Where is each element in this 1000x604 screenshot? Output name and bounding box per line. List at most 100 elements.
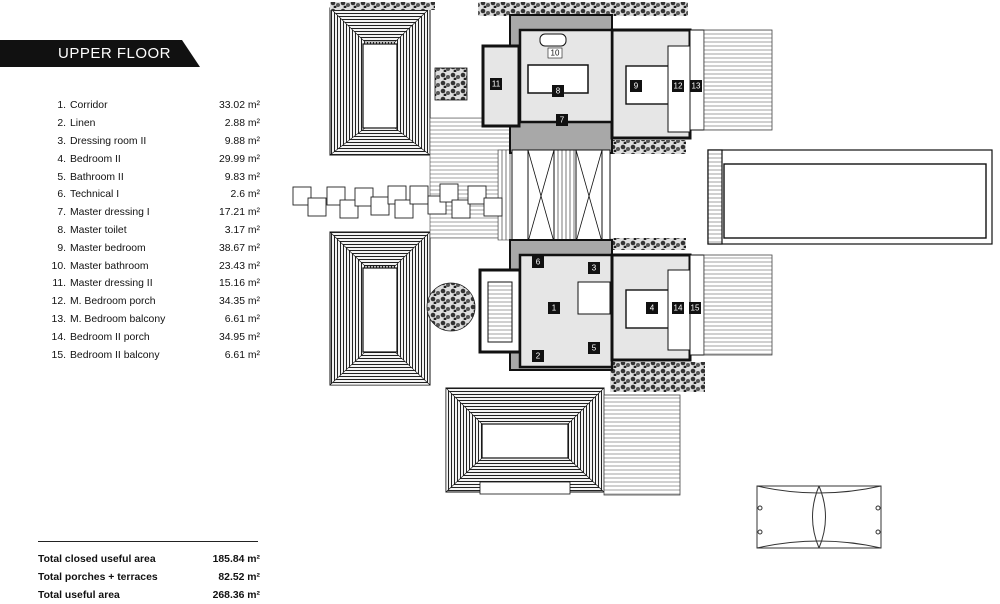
room-area: 33.02 m² xyxy=(218,100,260,112)
legend-row: 13. M. Bedroom balcony 6.61 m² xyxy=(38,311,260,329)
room-name: M. Bedroom balcony xyxy=(70,313,166,325)
stone-border-bottom xyxy=(610,362,705,392)
total-area: 82.52 m² xyxy=(218,572,260,584)
legend-row: 7. Master dressing I 17.21 m² xyxy=(38,204,260,222)
room-number: 15. xyxy=(51,349,66,361)
stone-border-mid xyxy=(610,140,686,154)
room-number: 11. xyxy=(52,278,66,290)
room-area: 34.95 m² xyxy=(218,331,260,343)
total-row: Total porches + terraces 82.52 m² xyxy=(38,569,260,587)
legend-row: 9. Master bedroom 38.67 m² xyxy=(38,239,260,257)
room-area: 17.21 m² xyxy=(218,207,260,219)
room-area: 23.43 m² xyxy=(218,260,260,272)
pool xyxy=(723,163,987,239)
planter-upper xyxy=(434,67,468,101)
room-number: 3. xyxy=(57,135,66,147)
stepping-stones xyxy=(292,183,503,219)
room-area: 15.16 m² xyxy=(218,278,260,290)
stairs-icon xyxy=(487,281,513,343)
room-number: 9. xyxy=(57,242,66,254)
plan-label-7: 7 xyxy=(560,116,565,125)
plan-label-9: 9 xyxy=(634,82,639,91)
room-name: Bedroom II balcony xyxy=(70,349,160,361)
total-area: 185.84 m² xyxy=(212,554,260,566)
legend-row: 8. Master toilet 3.17 m² xyxy=(38,222,260,240)
site-key-diagram xyxy=(756,485,882,549)
room-number: 14. xyxy=(51,331,66,343)
page-title: UPPER FLOOR xyxy=(58,45,172,62)
room-area: 2.88 m² xyxy=(224,118,260,130)
total-row: Total closed useful area 185.84 m² xyxy=(38,551,260,569)
dressing-ii-area xyxy=(577,281,611,315)
roof-pavilion-upper-left xyxy=(329,7,431,156)
plan-label-2: 2 xyxy=(536,352,541,361)
room-number: 10. xyxy=(51,260,66,272)
room-name: Bathroom II xyxy=(70,171,124,183)
legend-row: 15. Bedroom II balcony 6.61 m² xyxy=(38,346,260,364)
room-name: Linen xyxy=(70,118,96,130)
room-name: Master dressing I xyxy=(70,207,150,219)
total-name: Total closed useful area xyxy=(38,554,156,566)
plan-label-13: 13 xyxy=(692,82,701,91)
room-number: 6. xyxy=(57,189,66,201)
room-number: 8. xyxy=(57,224,66,236)
room-name: Master dressing II xyxy=(70,278,153,290)
plan-label-15: 15 xyxy=(691,304,700,313)
room-name: Corridor xyxy=(70,100,108,112)
plan-room-labels: 10 11 8 9 7 12 13 6 3 1 4 14 15 2 5 xyxy=(490,47,702,362)
plan-label-5: 5 xyxy=(592,344,597,353)
plan-label-1: 1 xyxy=(552,304,557,313)
stone-border-mid2 xyxy=(610,238,686,250)
room-area: 29.99 m² xyxy=(218,153,260,165)
plan-label-6: 6 xyxy=(536,258,541,267)
plan-label-4: 4 xyxy=(650,304,655,313)
total-area: 268.36 m² xyxy=(212,589,260,601)
tree-courtyard xyxy=(426,282,476,332)
room-name: Bedroom II xyxy=(70,153,121,165)
stone-border-top-left xyxy=(330,2,435,10)
pool-steps xyxy=(707,149,723,245)
lower-right-terrace xyxy=(703,254,773,356)
room-area: 9.88 m² xyxy=(224,135,260,147)
total-name: Total porches + terraces xyxy=(38,572,158,584)
room-area: 34.35 m² xyxy=(218,296,260,308)
room-number: 12. xyxy=(51,296,66,308)
room-name: Master bathroom xyxy=(70,260,149,272)
roof-pavilion-bottom xyxy=(445,387,605,495)
room-number: 7. xyxy=(57,207,66,219)
stone-border-top xyxy=(478,2,688,16)
legend-row: 11. Master dressing II 15.16 m² xyxy=(38,275,260,293)
room-number: 13. xyxy=(51,313,66,325)
totals-divider xyxy=(38,541,258,542)
bath-fixtures xyxy=(527,64,589,94)
room-number: 5. xyxy=(57,171,66,183)
banner-shape xyxy=(0,40,200,67)
room-area: 3.17 m² xyxy=(224,224,260,236)
plan-label-11: 11 xyxy=(492,80,501,89)
room-name: M. Bedroom porch xyxy=(70,296,156,308)
total-row: Total useful area 268.36 m² xyxy=(38,587,260,604)
room-name: Technical I xyxy=(70,189,120,201)
title-banner: UPPER FLOOR xyxy=(0,40,200,67)
area-totals: Total closed useful area 185.84 m² Total … xyxy=(38,551,260,604)
room-name: Dressing room II xyxy=(70,135,147,147)
roof-pavilion-lower-left xyxy=(329,231,431,386)
legend-row: 6. Technical I 2.6 m² xyxy=(38,186,260,204)
room-name: Master bedroom xyxy=(70,242,146,254)
room-area: 6.61 m² xyxy=(224,313,260,325)
room-name: Master toilet xyxy=(70,224,127,236)
room-area: 2.6 m² xyxy=(230,189,260,201)
bathtub-icon xyxy=(539,33,567,47)
total-name: Total useful area xyxy=(38,589,120,601)
legend-row: 12. M. Bedroom porch 34.35 m² xyxy=(38,293,260,311)
room-area: 38.67 m² xyxy=(218,242,260,254)
legend-row: 5. Bathroom II 9.83 m² xyxy=(38,168,260,186)
room-area: 9.83 m² xyxy=(224,171,260,183)
room-area: 6.61 m² xyxy=(224,349,260,361)
plan-label-14: 14 xyxy=(674,304,683,313)
